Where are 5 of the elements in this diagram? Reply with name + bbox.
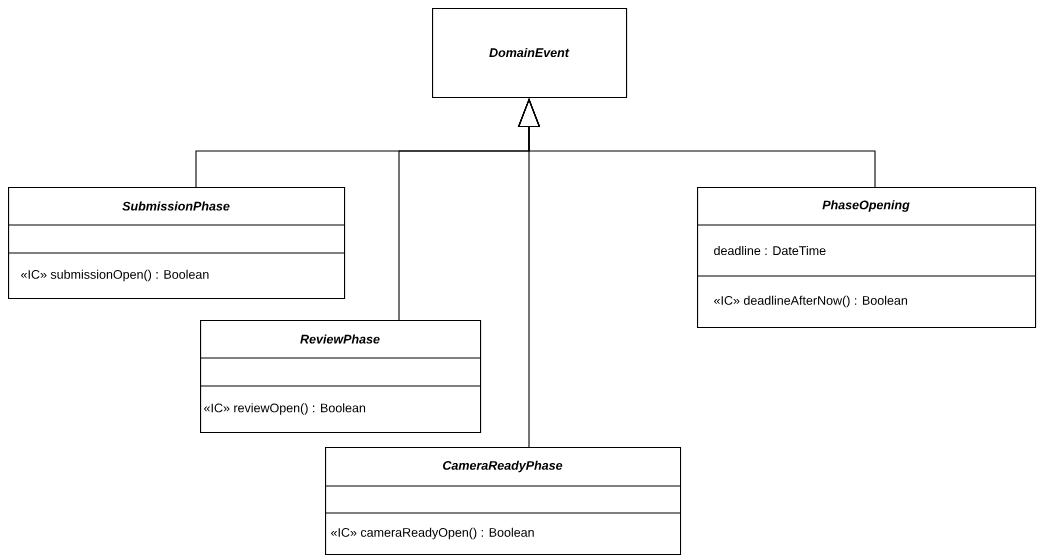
class-box: SubmissionPhase «IC» submissionOpen() : Boolean: [7, 187, 346, 300]
class-box: CameraReadyPhase «IC» cameraReadyOpen() : Boolean: [324, 447, 682, 556]
class-box: DomainEvent: [432, 8, 628, 99]
class-box: ReviewPhase «IC» reviewOpen() : Boolean: [199, 320, 482, 434]
class-box: PhaseOpening deadline : DateTime «IC» deadlineAfterNow() : Boolean: [696, 187, 1037, 329]
